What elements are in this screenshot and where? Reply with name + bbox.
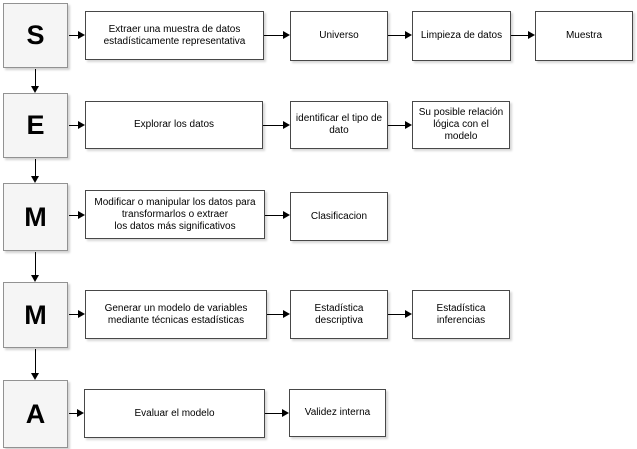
stage-box-s: S — [3, 3, 68, 68]
flow-box-label: Estadística inferencias — [436, 302, 486, 326]
flow-box-modificar: Modificar o manipular los datos para tra… — [85, 190, 265, 239]
arrow-down-icon — [31, 349, 40, 380]
stage-box-m2: M — [3, 282, 68, 348]
arrow-right-icon — [69, 121, 85, 130]
flow-box-label: Limpieza de datos — [420, 30, 503, 41]
stage-box-e: E — [3, 93, 68, 158]
flow-box-sample-extract: Extraer una muestra de datos estadística… — [85, 11, 264, 60]
flow-box-tipo-dato: identificar el tipo de dato — [290, 101, 388, 149]
arrow-right-icon — [69, 211, 85, 220]
flow-box-label: Modificar o manipular los datos para tra… — [94, 196, 256, 232]
arrow-right-icon — [69, 409, 84, 418]
flow-box-label: Explorar los datos — [133, 119, 215, 130]
arrow-right-icon — [267, 310, 290, 319]
flow-box-validez-interna: Validez interna — [289, 389, 386, 437]
stage-letter-a: A — [25, 398, 46, 429]
stage-box-a: A — [3, 380, 68, 448]
stage-letter-m2: M — [24, 299, 47, 330]
arrow-right-icon — [265, 211, 290, 220]
flow-box-label: identificar el tipo de dato — [295, 113, 383, 136]
flow-box-limpieza: Limpieza de datos — [412, 11, 511, 61]
stage-letter-s: S — [26, 20, 45, 50]
flow-box-muestra: Muestra — [535, 11, 633, 61]
stage-letter-m1: M — [24, 201, 47, 232]
flow-box-label: Validez interna — [304, 407, 371, 418]
flow-box-relacion-logica: Su posible relación lógica con el modelo — [412, 101, 510, 149]
arrow-down-icon — [31, 159, 40, 183]
flow-box-clasificacion: Clasificacion — [290, 192, 388, 241]
arrow-right-icon — [511, 31, 535, 40]
arrow-right-icon — [69, 310, 85, 319]
flow-box-label: Clasificacion — [310, 210, 368, 222]
arrow-right-icon — [388, 31, 412, 40]
flow-box-label: Universo — [319, 30, 359, 41]
flow-box-estadistica-inferencias: Estadística inferencias — [412, 290, 510, 339]
flow-box-label: Generar un modelo de variables mediante … — [104, 302, 248, 326]
flow-box-explorar: Explorar los datos — [85, 101, 263, 149]
flow-box-universo: Universo — [290, 11, 388, 61]
arrow-right-icon — [388, 310, 412, 319]
stage-letter-e: E — [26, 110, 45, 140]
flow-box-label: Evaluar el modelo — [134, 407, 215, 419]
arrow-right-icon — [264, 31, 290, 40]
arrow-right-icon — [69, 31, 85, 40]
arrow-right-icon — [263, 121, 290, 130]
flow-box-label: Estadística descriptiva — [314, 302, 364, 326]
flow-box-evaluar: Evaluar el modelo — [84, 389, 265, 438]
arrow-right-icon — [388, 121, 412, 130]
flow-box-generar-modelo: Generar un modelo de variables mediante … — [85, 290, 267, 339]
flow-box-estadistica-descriptiva: Estadística descriptiva — [290, 290, 388, 339]
arrow-down-icon — [31, 69, 40, 93]
flow-box-label: Extraer una muestra de datos estadística… — [103, 23, 246, 47]
arrow-right-icon — [265, 409, 289, 418]
stage-box-m1: M — [3, 183, 68, 251]
arrow-down-icon — [31, 252, 40, 282]
flow-box-label: Muestra — [565, 30, 603, 41]
flow-box-label: Su posible relación lógica con el modelo — [418, 107, 504, 142]
